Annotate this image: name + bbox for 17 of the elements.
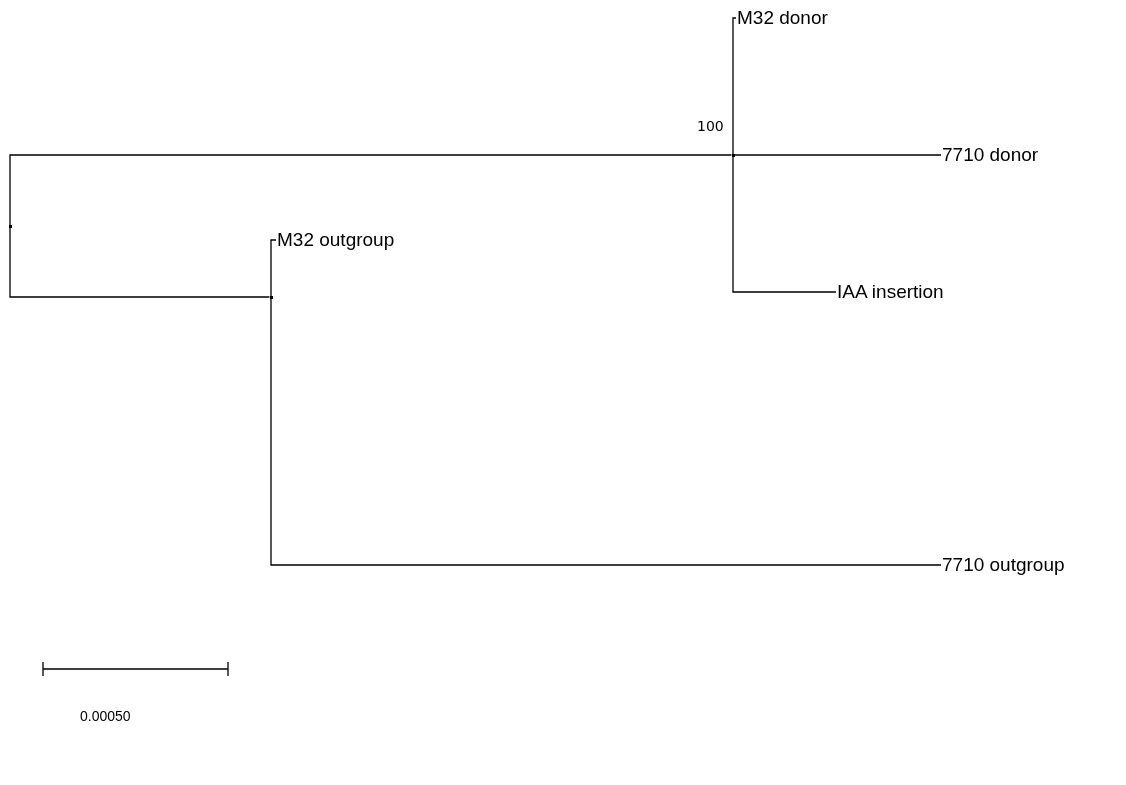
taxon-label: 7710 donor xyxy=(942,144,1039,166)
branch-node xyxy=(8,224,12,228)
tree-branch xyxy=(9,154,733,227)
branch-node xyxy=(269,295,273,299)
tree-branch xyxy=(732,154,837,293)
bootstrap-value: 100 xyxy=(697,118,724,134)
tree-branch xyxy=(270,239,277,298)
tree-branch xyxy=(732,17,737,156)
tree-branch xyxy=(732,154,942,156)
tree-branch xyxy=(9,225,271,298)
tree-branch xyxy=(270,296,942,566)
taxon-label: 7710 outgroup xyxy=(942,554,1065,576)
branch-node xyxy=(731,153,735,157)
scale-value: 0.00050 xyxy=(80,708,131,724)
taxon-label: IAA insertion xyxy=(837,281,944,303)
taxon-label: M32 outgroup xyxy=(277,229,395,251)
taxon-label: M32 donor xyxy=(737,7,828,29)
